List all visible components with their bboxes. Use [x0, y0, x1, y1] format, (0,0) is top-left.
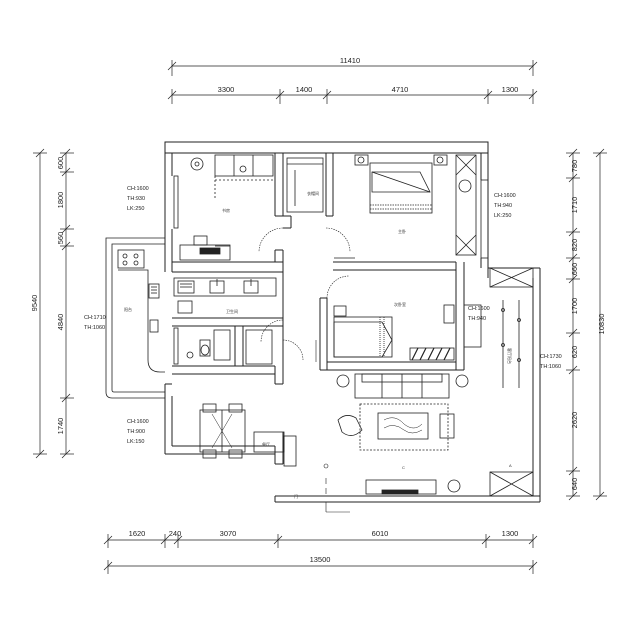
annotation-living: CH:1730 TH:1060 — [540, 354, 562, 370]
label-bathroom: 卫生间 — [226, 308, 238, 314]
annotation-living-line-1: CH:1730 — [540, 354, 562, 360]
dim-left-seg-2: 1800 — [56, 192, 65, 209]
dim-bottom-seg-1: 1620 — [129, 529, 146, 538]
dim-top-seg-3: 4710 — [392, 85, 409, 94]
dim-left-seg-3: 560 — [56, 232, 65, 245]
dim-top-seg-4: 1300 — [502, 85, 519, 94]
annotation-bedroom-line-1: CH:1600 — [494, 193, 516, 199]
annotation-study-line-1: CH:1600 — [468, 306, 490, 312]
dim-right-seg-7: 2620 — [570, 412, 579, 429]
mark-entry-c: C — [402, 465, 405, 470]
doors — [258, 227, 351, 362]
annotation-dining-line-3: LK:150 — [127, 439, 144, 445]
dim-right-seg-8: 640 — [570, 478, 579, 491]
dim-left-overall: 9540 — [30, 295, 39, 312]
dim-left-seg-1: 600 — [56, 157, 65, 170]
annotation-living-line-2: TH:1060 — [540, 364, 561, 370]
annotation-kitchen-line-1: CH:1600 — [127, 186, 149, 192]
living-area — [336, 267, 534, 497]
dim-bottom-seg-3: 3070 — [220, 529, 237, 538]
left-balcony — [105, 237, 165, 399]
mark-entry-a: A — [509, 463, 512, 468]
dim-left-seg-4: 4840 — [56, 314, 65, 331]
annotation-bedroom: CH:1600 TH:940 LK:250 — [494, 193, 516, 219]
annotation-kitchen-line-3: LK:250 — [127, 206, 144, 212]
dimension-top — [167, 60, 538, 104]
walls — [164, 141, 541, 503]
dim-bottom-overall: 13500 — [310, 555, 331, 564]
annotation-kitchen: CH:1600 TH:930 LK:250 — [127, 186, 149, 212]
dim-top-overall: 11410 — [340, 56, 360, 65]
second-bedroom — [333, 304, 482, 361]
annotation-dining: CH:1600 TH:900 LK:150 — [127, 419, 149, 445]
label-dining: 餐厅 — [262, 441, 270, 447]
annotation-bedroom-line-2: TH:940 — [494, 203, 512, 209]
dimension-bottom — [103, 534, 538, 574]
dim-right-seg-3: 820 — [570, 239, 579, 252]
dimension-left — [33, 148, 74, 459]
label-balcony: 阳台 — [124, 306, 132, 312]
dimension-right — [566, 148, 607, 501]
dim-bottom-seg-5: 1300 — [502, 529, 519, 538]
dim-right-seg-6: 620 — [570, 346, 579, 359]
label-living: 客厅阳台 — [507, 348, 513, 364]
dim-right-seg-4: 660 — [570, 263, 579, 276]
entrance — [323, 463, 350, 513]
label-master-bedroom: 主卧 — [398, 228, 406, 234]
dim-bottom-seg-4: 6010 — [372, 529, 389, 538]
dim-right-seg-1: 780 — [570, 160, 579, 173]
annotation-dining-line-2: TH:900 — [127, 429, 145, 435]
master-bedroom — [334, 154, 489, 259]
annotation-study: CH:1600 TH:940 — [468, 306, 490, 322]
dim-top-seg-2: 1400 — [296, 85, 313, 94]
annotation-dining-line-1: CH:1600 — [127, 419, 149, 425]
annotation-balcony: CH:1710 TH:1060 — [84, 315, 106, 331]
dim-bottom-seg-2: 240 — [169, 529, 182, 538]
label-storage: 衣帽间 — [307, 190, 319, 196]
annotation-bedroom-line-3: LK:250 — [494, 213, 511, 219]
dim-left-seg-5: 1740 — [56, 418, 65, 435]
mark-door: 门 — [294, 493, 298, 499]
label-kitchen: 书房 — [222, 207, 230, 213]
dim-right-overall: 10830 — [597, 314, 606, 335]
annotation-balcony-line-2: TH:1060 — [84, 325, 105, 331]
annotation-kitchen-line-2: TH:930 — [127, 196, 145, 202]
dim-right-seg-2: 1710 — [570, 197, 579, 214]
annotation-balcony-line-1: CH:1710 — [84, 315, 106, 321]
kitchen-room — [173, 154, 277, 314]
dim-right-seg-5: 1700 — [570, 298, 579, 315]
bathroom-room — [173, 327, 273, 365]
dining-area — [199, 403, 297, 467]
dim-top-seg-1: 3300 — [218, 85, 235, 94]
label-second-bedroom: 次卧室 — [394, 301, 406, 307]
annotation-study-line-2: TH:940 — [468, 316, 486, 322]
storage-room — [286, 157, 324, 213]
